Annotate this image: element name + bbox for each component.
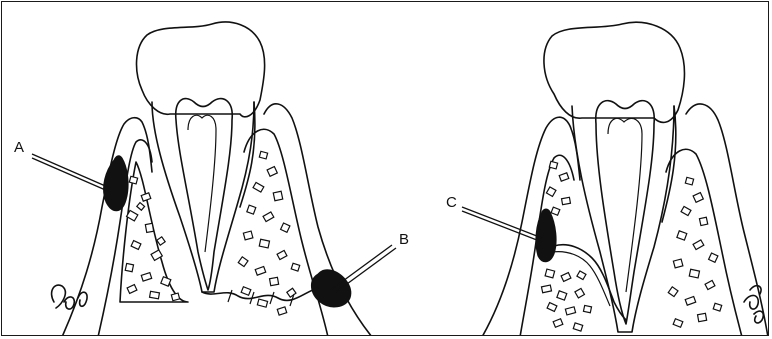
right-pulp-chamber [596, 101, 654, 324]
pointer-c [462, 207, 542, 238]
right-tooth-root [572, 106, 674, 332]
left-interdental-bone-left [120, 162, 188, 302]
left-gingiva-left [62, 118, 152, 336]
left-panel: A B [14, 22, 409, 336]
pointer-b-2 [332, 245, 392, 289]
lesion-a [104, 156, 129, 211]
label-c: C [446, 194, 457, 211]
right-tooth-crown [544, 22, 685, 122]
left-bone-texture-left [125, 176, 179, 300]
right-panel: C [446, 22, 768, 336]
label-a: A [14, 139, 24, 156]
right-bone-texture-left [541, 269, 591, 331]
pointer-a-2 [32, 158, 110, 192]
pointer-c-2 [462, 211, 542, 242]
pointer-a [32, 154, 110, 188]
left-pulp-inner [188, 115, 216, 252]
right-bone-texture-right [668, 177, 721, 327]
lesion-c [536, 209, 556, 262]
label-b: B [399, 231, 409, 248]
left-bone-right [244, 129, 328, 336]
right-gingiva-left [482, 117, 580, 336]
right-bone-right [666, 149, 742, 336]
left-bone-texture-right [238, 151, 299, 315]
pointer-b [336, 248, 396, 292]
left-pulp-chamber [176, 99, 232, 290]
periodontal-diagram: A B [2, 2, 769, 336]
sinus-tract-b [202, 288, 318, 300]
signature-right [744, 286, 763, 323]
left-tooth-crown [137, 22, 265, 117]
